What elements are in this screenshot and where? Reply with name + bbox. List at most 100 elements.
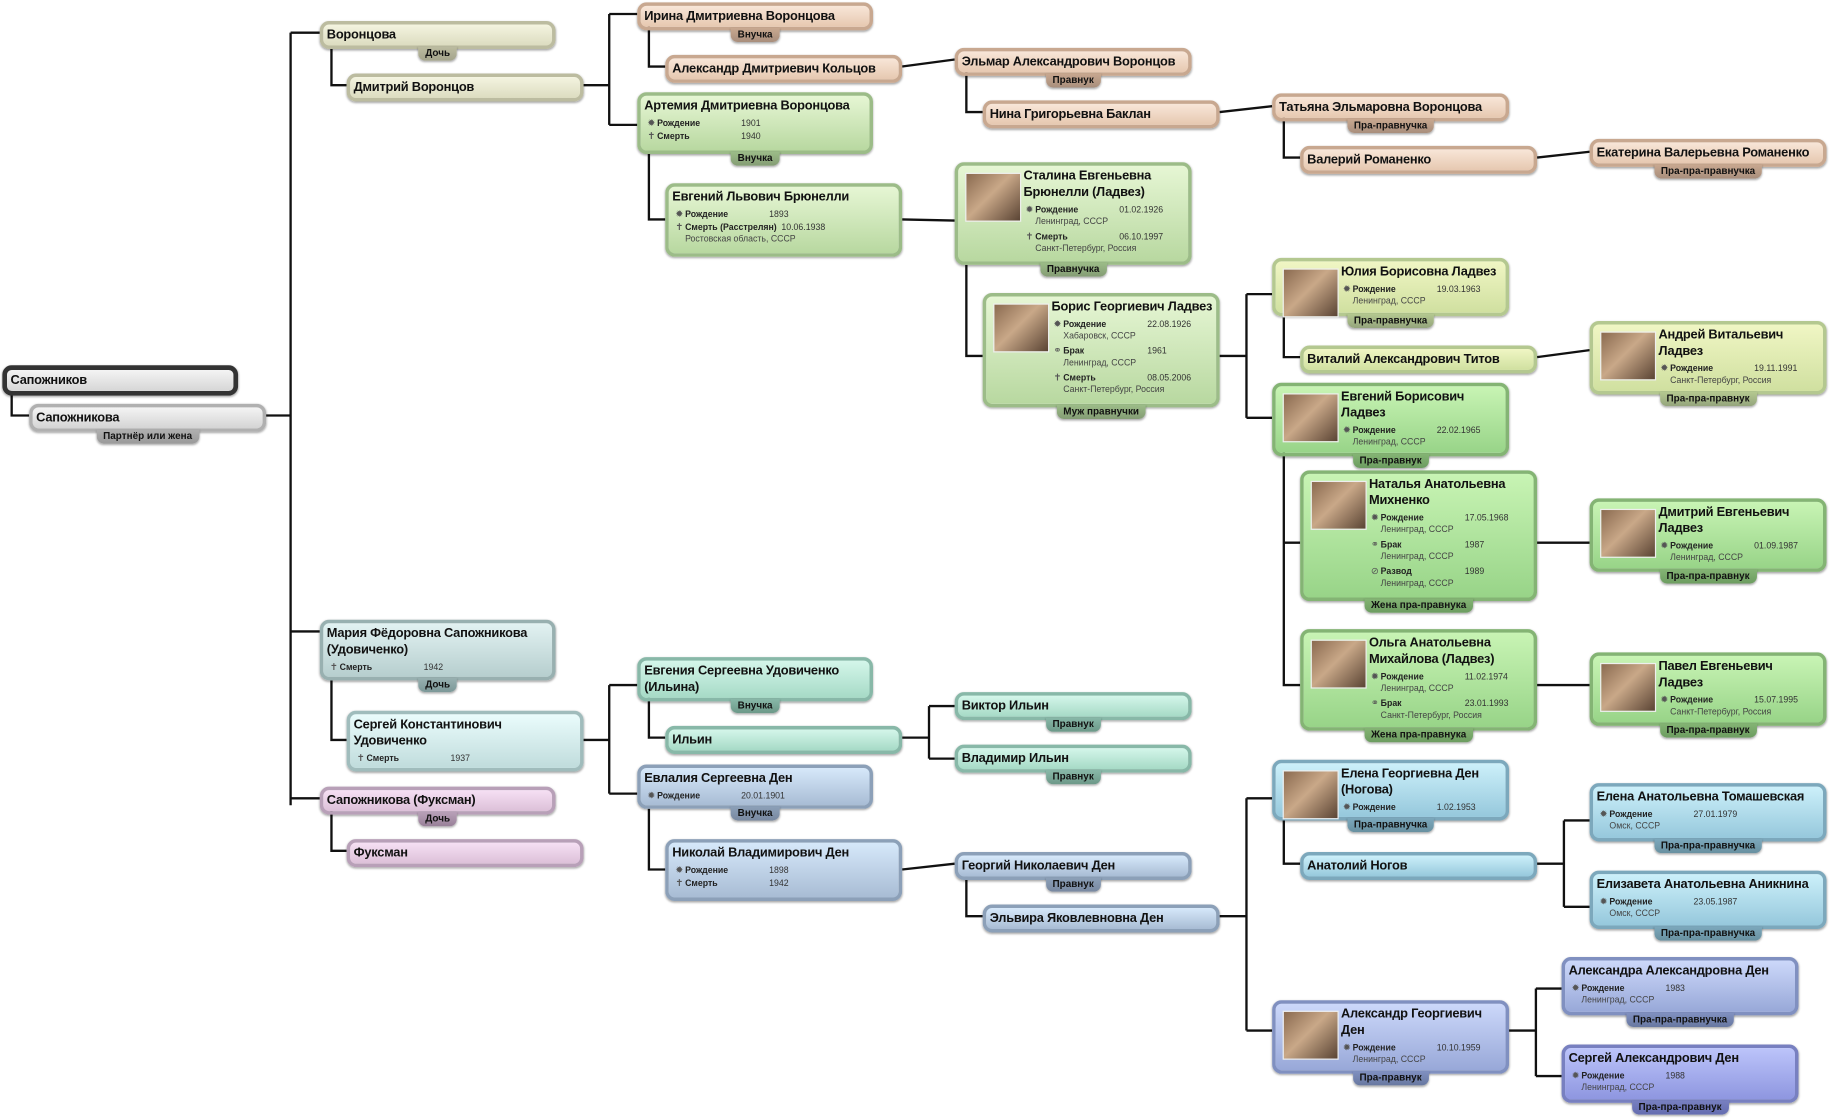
fact-label: Рождение — [1352, 801, 1396, 813]
birth-icon: ✹ — [1660, 362, 1669, 374]
fact-value: 22.02.1965 — [1436, 424, 1481, 436]
fact-label: Рождение — [1670, 540, 1714, 551]
fact-label: Смерть — [1063, 372, 1096, 383]
person-card[interactable]: Валерий Романенко — [1300, 145, 1538, 174]
person-name: Артемия Дмитриевна Воронцова — [644, 99, 850, 114]
person-card[interactable]: Фуксман — [346, 839, 584, 868]
person-photo — [1310, 639, 1367, 689]
fact-label: Рождение — [657, 790, 701, 801]
connector-line — [965, 264, 983, 358]
fact-value: 1940 — [741, 130, 761, 142]
relation-badge: Правнучка — [1039, 262, 1107, 277]
birth-icon: ✹ — [1660, 694, 1669, 705]
person-name: Павел Евгеньевич Ладвез — [1658, 659, 1773, 690]
fact-value: 1.02.1953 — [1436, 801, 1476, 813]
person-name: Александра Александровна Ден — [1568, 964, 1769, 979]
person-card[interactable]: Мария Фёдоровна Сапожникова (Удовиченко)… — [319, 619, 556, 693]
connector-line — [647, 25, 666, 68]
person-card[interactable]: Евгения Сергеевна Удовиченко (Ильина)Вну… — [637, 657, 873, 714]
fact-place: Санкт-Петербург, Россия — [1380, 709, 1482, 721]
fact-label: Рождение — [1063, 318, 1107, 330]
fact-label: Рождение — [1035, 204, 1079, 215]
person-card[interactable]: Виталий Александрович Титов — [1300, 345, 1538, 374]
fact-place: Ленинград, СССР — [1581, 1081, 1655, 1093]
fact-value: 1961 — [1147, 345, 1167, 356]
person-card[interactable]: Нина Григорьевна Баклан — [982, 100, 1220, 129]
person-card[interactable]: Ильин — [665, 725, 903, 754]
person-name: Виктор Ильин — [961, 699, 1049, 714]
fact-value: 1893 — [769, 208, 789, 220]
person-card[interactable]: Сталина Евгеньевна Брюнелли (Ладвез)✹Рож… — [954, 162, 1192, 277]
person-card[interactable]: Эльвира Яковлевновна Ден — [982, 904, 1220, 933]
person-name: Наталья Анатольевна Михненко — [1369, 477, 1506, 508]
fact-value: 22.08.1926 — [1147, 318, 1192, 330]
connector-line — [647, 808, 666, 871]
fact-place: Санкт-Петербург, Россия — [1035, 242, 1137, 254]
person-name: Эльвира Яковлевновна Ден — [989, 911, 1164, 926]
birth-icon: ✹ — [1370, 671, 1379, 682]
person-name: Владимир Ильин — [961, 751, 1069, 766]
connector-line — [330, 44, 347, 87]
fact-place: Санкт-Петербург, Россия — [1670, 706, 1772, 717]
person-card[interactable]: Ольга Анатольевна Михайлова (Ладвез)✹Рож… — [1300, 629, 1538, 743]
fact-label: Брак — [1380, 697, 1402, 709]
connector-line — [965, 71, 983, 114]
fact-place: Ленинград, СССР — [1581, 994, 1655, 1005]
connector-line — [1219, 105, 1273, 114]
death-cross-icon: ✝ — [1025, 231, 1034, 242]
death-cross-icon: ✝ — [1053, 372, 1062, 383]
fact-value: 1937 — [450, 752, 470, 764]
fact-label: Рождение — [657, 117, 701, 129]
fact-label: Рождение — [1581, 982, 1625, 994]
person-photo — [1600, 508, 1657, 558]
person-card[interactable]: Дмитрий Воронцов — [346, 73, 584, 102]
person-card[interactable]: Александр Дмитриевич Кольцов — [665, 54, 903, 83]
fact-place: Санкт-Петербург, Россия — [1063, 383, 1165, 395]
fact-label: Смерть — [1035, 231, 1068, 242]
person-card[interactable]: Анатолий Ногов — [1300, 851, 1538, 880]
person-card[interactable]: Сапожников — [2, 365, 239, 396]
fact-value: 15.07.1995 — [1754, 694, 1798, 705]
person-card[interactable]: Сапожникова (Фуксман)Дочь — [319, 786, 556, 827]
person-name: Сапожникова — [36, 410, 120, 425]
